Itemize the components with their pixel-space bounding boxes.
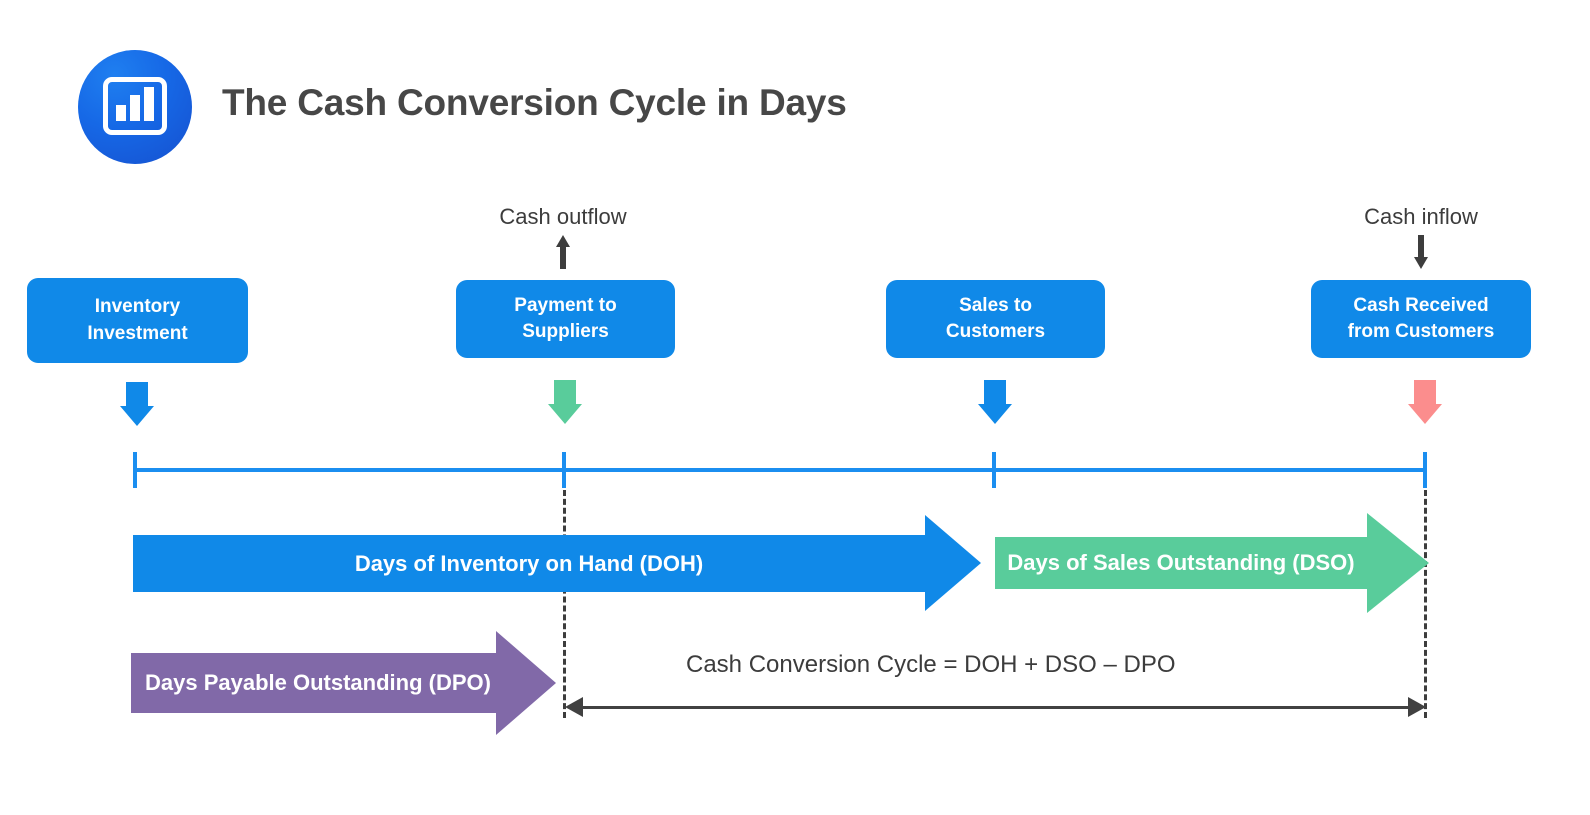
cash-conversion-cycle-formula: Cash Conversion Cycle = DOH + DSO – DPO (686, 651, 1176, 678)
milestone-label-line1: Cash Received (1353, 294, 1489, 316)
arrow-up-icon (556, 235, 570, 269)
arrow-down-icon-inventory (120, 382, 154, 426)
milestone-label-line2: from Customers (1347, 321, 1495, 342)
measure-bar-dso[interactable]: Days of Sales Outstanding (DSO) (995, 513, 1429, 613)
milestone-label-line1: Payment to (514, 294, 617, 316)
measure-bar-dpo[interactable]: Days Payable Outstanding (DPO) (131, 631, 556, 736)
timeline-tick-cash-received (1423, 452, 1427, 488)
milestone-label-line2: Suppliers (522, 321, 609, 342)
measure-bar-doh-label: Days of Inventory on Hand (DOH) (133, 535, 925, 592)
timeline-axis (133, 468, 1427, 472)
measure-bar-dpo-label: Days Payable Outstanding (DPO) (131, 653, 496, 713)
milestone-label-line2: Investment (87, 322, 188, 344)
milestone-label-line1: Sales to (959, 294, 1032, 316)
milestone-box-cash-received-from-customers[interactable]: Cash Received from Customers (1311, 280, 1531, 358)
cash-outflow-label: Cash outflow (499, 204, 627, 229)
arrow-down-icon-sales (978, 380, 1012, 424)
logo-frame (103, 77, 167, 135)
milestone-label-line2: Customers (945, 321, 1046, 342)
arrow-down-icon-payment (548, 380, 582, 424)
logo-bar-2 (130, 95, 140, 121)
arrow-down-icon (1414, 235, 1428, 269)
arrow-down-icon-cash-received (1408, 380, 1442, 424)
bar-chart-icon (78, 50, 192, 164)
logo-bar-1 (116, 105, 126, 121)
timeline-tick-inventory (133, 452, 137, 488)
timeline-tick-payment (562, 452, 566, 488)
milestone-box-sales-to-customers[interactable]: Sales to Customers (886, 280, 1105, 358)
logo-bar-3 (144, 87, 154, 121)
milestone-label-line1: Inventory (94, 296, 181, 318)
milestone-box-inventory-investment[interactable]: Inventory Investment (27, 278, 248, 363)
measure-bar-dso-label: Days of Sales Outstanding (DSO) (995, 537, 1367, 589)
timeline-tick-sales (992, 452, 996, 488)
measure-bar-doh[interactable]: Days of Inventory on Hand (DOH) (133, 515, 981, 612)
page-title: The Cash Conversion Cycle in Days (222, 82, 847, 123)
double-headed-arrow-icon (565, 696, 1426, 718)
milestone-box-payment-to-suppliers[interactable]: Payment to Suppliers (456, 280, 675, 358)
dashed-guide-payment (563, 490, 566, 718)
cash-inflow-label: Cash inflow (1364, 204, 1478, 229)
